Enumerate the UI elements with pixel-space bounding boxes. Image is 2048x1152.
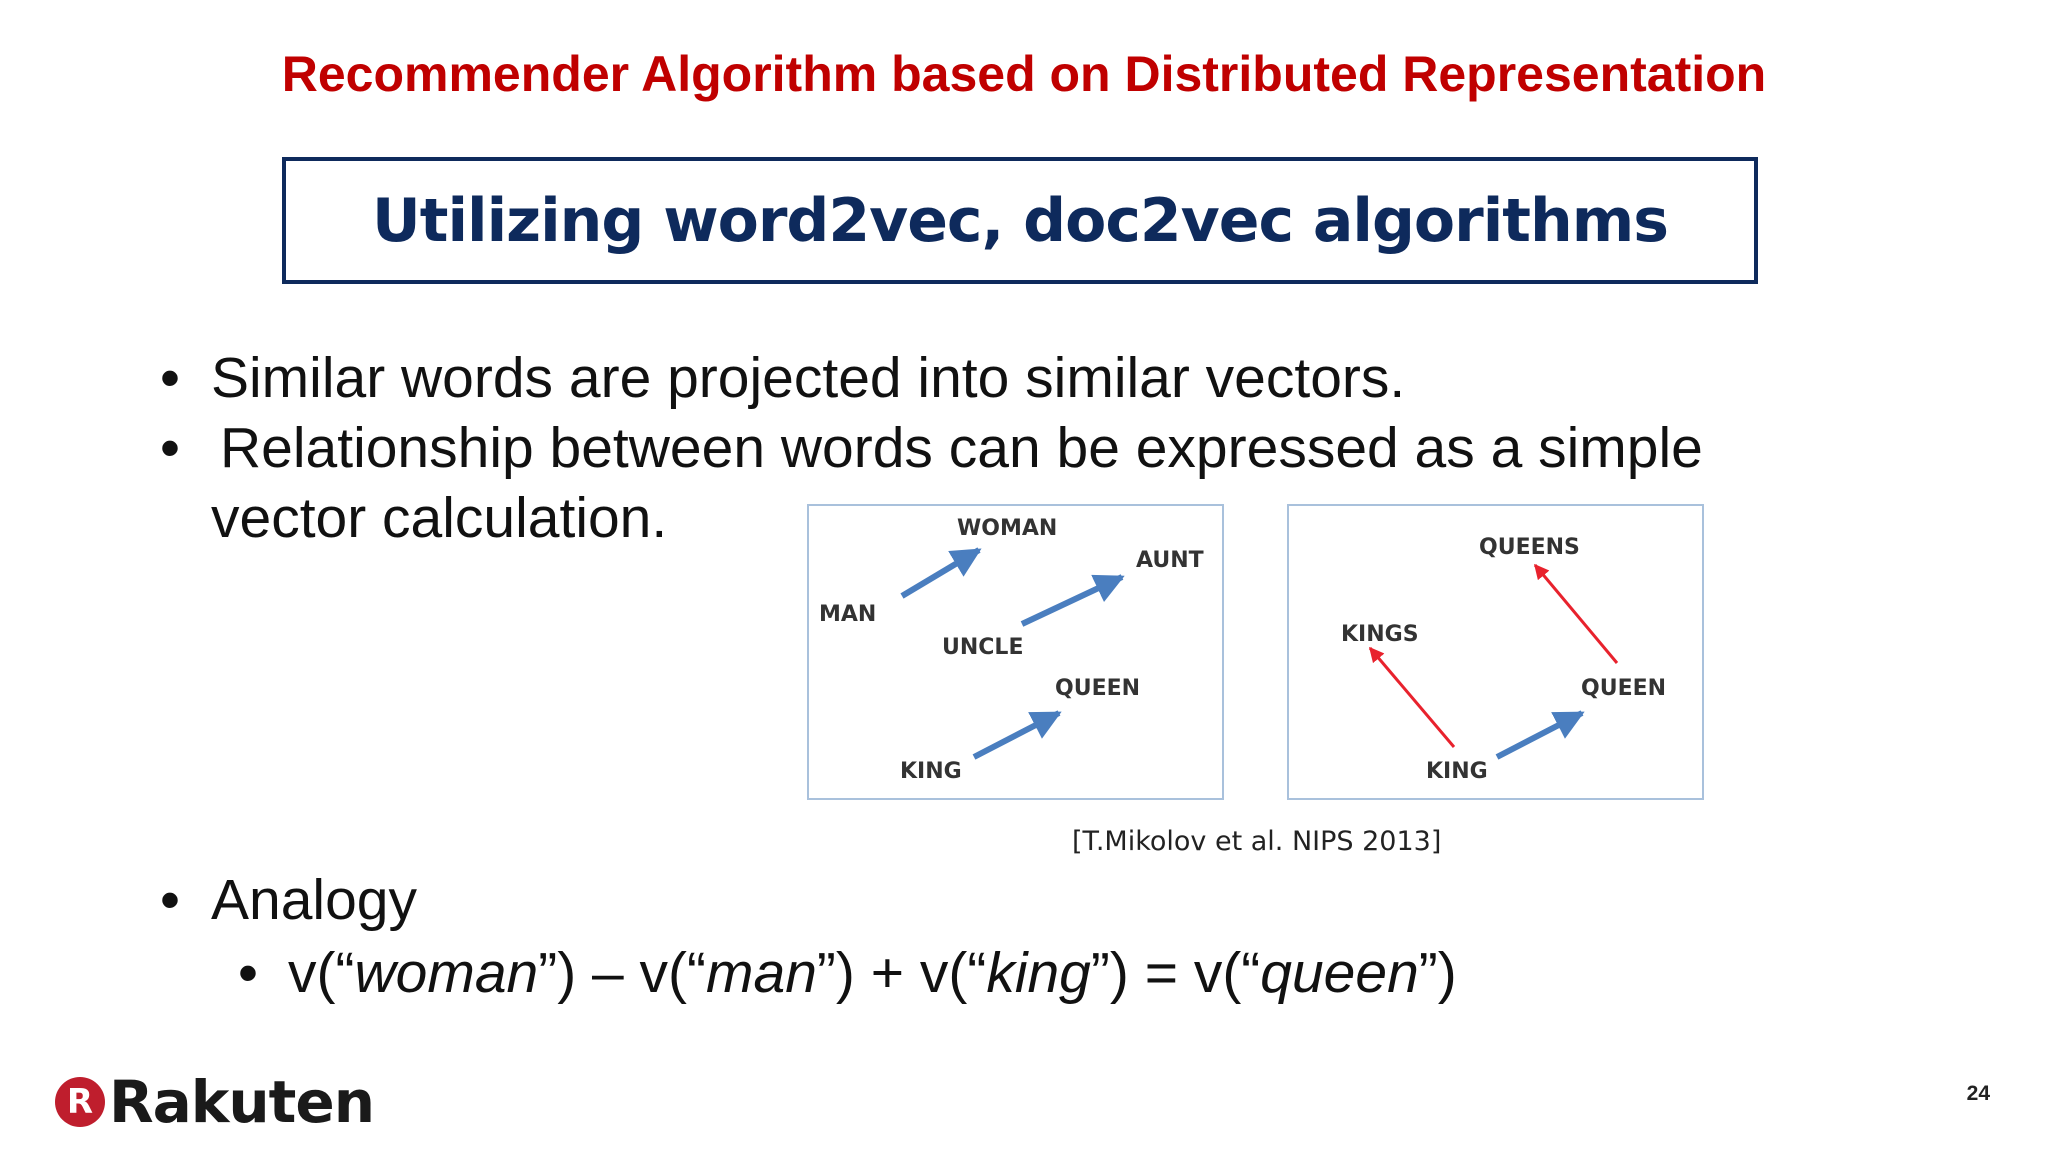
figure-plural-relations: QUEENS KINGS QUEEN KING [1287, 504, 1704, 800]
figure-gender-relations: WOMAN AUNT MAN UNCLE QUEEN KING [807, 504, 1224, 800]
figure-plural-svg: QUEENS KINGS QUEEN KING [1341, 535, 1666, 784]
slide-title: Recommender Algorithm based on Distribut… [281, 46, 1767, 102]
formula-part: ”) = v(“ [1090, 941, 1261, 1005]
logo-mark-icon: R [55, 1077, 105, 1127]
figure-gender-svg: WOMAN AUNT MAN UNCLE QUEEN KING [819, 516, 1204, 784]
label-woman: WOMAN [957, 516, 1057, 541]
arrow-queen-queens [1533, 563, 1619, 664]
formula-part: ”) [1418, 941, 1457, 1005]
arrow-man-woman [900, 547, 982, 599]
arrow-king-kings [1368, 646, 1456, 748]
logo-text: Rakuten [109, 1068, 375, 1136]
label-kings: KINGS [1341, 622, 1419, 647]
formula-word-queen: queen [1260, 941, 1419, 1005]
formula-word-king: king [986, 941, 1091, 1005]
label-king: KING [900, 759, 962, 784]
rakuten-logo: R Rakuten [55, 1068, 375, 1136]
arrow-king-queen-plural [1495, 710, 1585, 760]
label-aunt: AUNT [1136, 548, 1204, 573]
formula-word-man: man [706, 941, 817, 1005]
bullet-text-line1: Relationship between words can be expres… [220, 416, 1703, 480]
bullet-dot: • [160, 416, 180, 480]
formula-word-woman: woman [354, 941, 539, 1005]
label-man: MAN [819, 602, 876, 627]
label-queens: QUEENS [1479, 535, 1580, 560]
label-queen: QUEEN [1055, 676, 1140, 701]
page-number: 24 [1966, 1082, 1990, 1105]
label-uncle: UNCLE [942, 635, 1023, 660]
bullet-dot: • [238, 941, 258, 1005]
label-queen: QUEEN [1581, 676, 1666, 701]
subtitle-box: Utilizing word2vec, doc2vec algorithms [282, 157, 1758, 284]
subtitle-text: Utilizing word2vec, doc2vec algorithms [372, 185, 1669, 256]
formula-part: ”) + v(“ [816, 941, 987, 1005]
citation: [T.Mikolov et al. NIPS 2013] [1072, 826, 1442, 857]
label-king: KING [1426, 759, 1488, 784]
bullet-dot: • [160, 868, 180, 932]
bullet-text: Similar words are projected into similar… [211, 346, 1406, 410]
formula-part: ”) – v(“ [538, 941, 707, 1005]
bullet-text-line2: vector calculation. [211, 486, 668, 550]
formula-part: v(“ [288, 941, 355, 1005]
formula-text: v(“woman”) – v(“man”) + v(“king”) = v(“q… [288, 938, 1457, 1008]
arrow-king-queen [972, 710, 1062, 760]
bullet-text: Analogy [211, 868, 417, 932]
bullet-dot: • [160, 346, 180, 410]
arrow-uncle-aunt [1020, 574, 1125, 627]
